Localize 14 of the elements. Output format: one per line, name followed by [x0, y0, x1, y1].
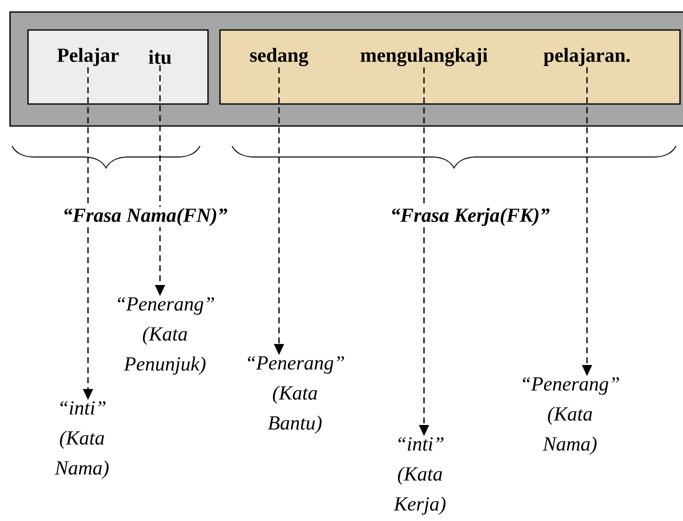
word-role-label: “Penerang” (Kata Penunjuk): [118, 297, 214, 375]
phrase-label: “Frasa Nama(FN)”: [62, 206, 228, 228]
phrase-label: “Frasa Kerja(FK)”: [389, 206, 551, 228]
phrase-box: [219, 29, 681, 105]
phrase-box: [27, 29, 209, 105]
word-role-label: “inti” (Kata Nama): [54, 401, 109, 479]
word-role-label: “Penerang” (Kata Nama): [522, 377, 619, 455]
sentence-word: itu: [148, 50, 172, 64]
sentence-word: mengulangkaji: [360, 48, 488, 66]
word-role-label: “inti” (Kata Kerja): [394, 437, 446, 515]
word-role-label: “Penerang” (Kata Bantu): [248, 356, 344, 434]
sentence-word: sedang: [250, 48, 308, 66]
sentence-word: pelajaran.: [544, 48, 630, 66]
sentence-word: Pelajar: [57, 48, 119, 66]
